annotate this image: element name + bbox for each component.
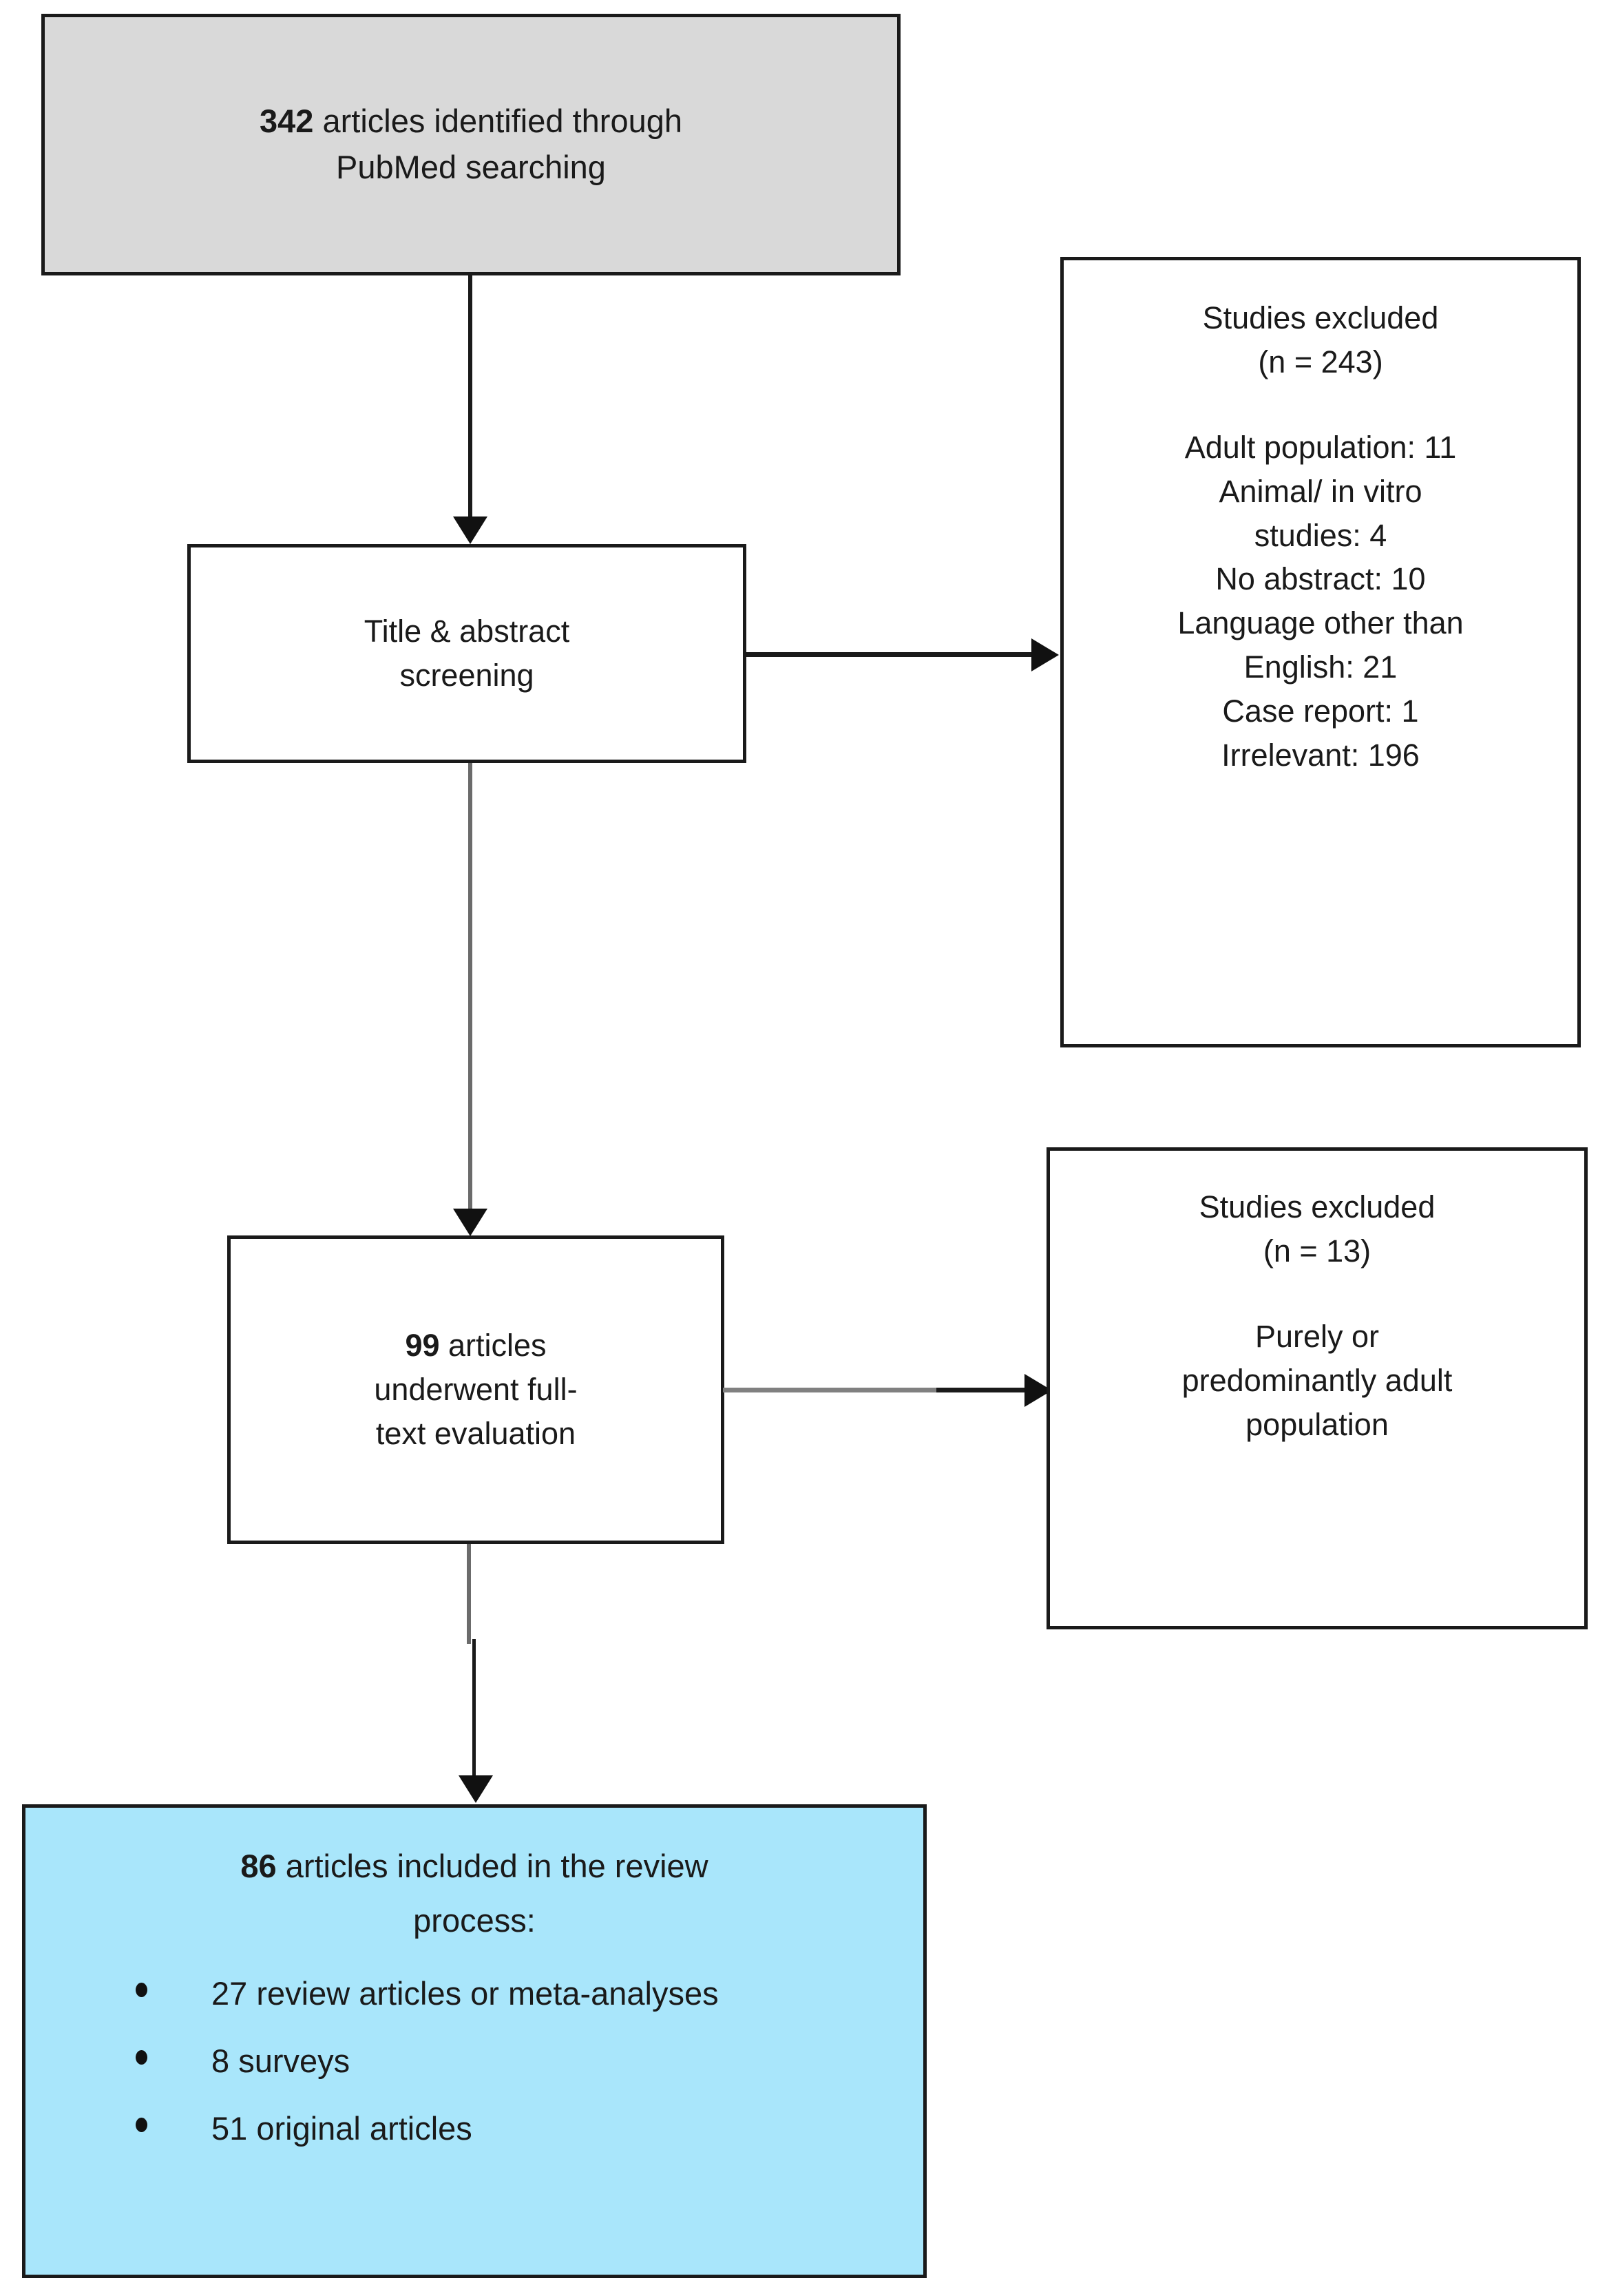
included-heading-text: articles included in the review: [276, 1848, 708, 1884]
included-heading: 86 articles included in the review proce…: [25, 1839, 923, 1948]
edge-screening-to-fulltext-arrowhead: [453, 1209, 487, 1236]
identified-line-1: 342 articles identified through: [260, 98, 682, 145]
excluded2-reason-1: predominantly adult: [1181, 1362, 1453, 1398]
edge-fulltext-to-excluded2-line-grey: [723, 1388, 950, 1392]
edge-fulltext-to-included-line-lower: [472, 1639, 476, 1780]
excluded2-count: (n = 13): [1263, 1233, 1371, 1269]
excluded1-reason-5: English: 21: [1243, 649, 1398, 685]
excluded2-reason-2: population: [1245, 1406, 1389, 1442]
excluded1-reason-7: Irrelevant: 196: [1221, 738, 1420, 773]
edge-fulltext-to-included-line-upper: [467, 1544, 471, 1644]
node-articles-included: 86 articles included in the review proce…: [22, 1804, 927, 2278]
excluded1-reason-0: Adult population: 11: [1184, 429, 1457, 465]
bullet-icon: [136, 1982, 147, 1997]
bullet-icon: [136, 2117, 147, 2132]
fulltext-line-3: text evaluation: [375, 1415, 576, 1451]
edge-identified-to-screening-arrowhead: [453, 516, 487, 544]
fulltext-line-1: 99 articles: [405, 1324, 546, 1368]
node-title-abstract-screening: Title & abstract screening: [187, 544, 746, 763]
included-item-2-text: 51 original articles: [211, 2109, 472, 2147]
excluded1-reason-2: studies: 4: [1254, 517, 1387, 553]
included-heading-line-2: process:: [413, 1901, 536, 1939]
list-item: 27 review articles or meta-analyses: [136, 1966, 896, 2021]
node-studies-excluded-243: Studies excluded (n = 243) Adult populat…: [1060, 257, 1581, 1047]
excluded2-reason-0: Purely or: [1254, 1318, 1380, 1354]
included-item-0-text: 27 review articles or meta-analyses: [211, 1974, 719, 2012]
edge-screening-to-excluded1-line: [745, 652, 1034, 657]
edge-identified-to-screening-line: [468, 275, 472, 520]
excluded1-reason-4: Language other than: [1177, 605, 1464, 641]
node-studies-excluded-13: Studies excluded (n = 13) Purely or pred…: [1047, 1147, 1588, 1629]
excluded1-title: Studies excluded: [1202, 300, 1439, 335]
included-item-1-text: 8 surveys: [211, 2042, 350, 2079]
identified-line-2: PubMed searching: [336, 149, 606, 185]
included-count: 86: [240, 1848, 277, 1884]
fulltext-count: 99: [405, 1328, 440, 1364]
included-list: 27 review articles or meta-analyses 8 su…: [25, 1966, 923, 2169]
node-articles-identified: 342 articles identified through PubMed s…: [41, 14, 901, 275]
edge-screening-to-fulltext-line: [468, 763, 472, 1214]
edge-screening-to-excluded1-arrowhead: [1031, 638, 1059, 671]
screening-line-1: Title & abstract: [364, 614, 570, 649]
edge-fulltext-to-excluded2-line: [936, 1388, 1040, 1392]
excluded2-title: Studies excluded: [1199, 1189, 1436, 1224]
edge-fulltext-to-included-arrowhead: [459, 1775, 493, 1803]
list-item: 8 surveys: [136, 2034, 896, 2089]
excluded1-count: (n = 243): [1258, 344, 1383, 379]
identified-line-1-text: articles identified through: [313, 103, 682, 140]
list-item: 51 original articles: [136, 2101, 896, 2156]
excluded1-reason-3: No abstract: 10: [1215, 561, 1426, 597]
excluded1-reason-1: Animal/ in vitro: [1219, 473, 1422, 509]
identified-count: 342: [259, 103, 314, 140]
fulltext-line-2: underwent full-: [374, 1372, 578, 1408]
fulltext-line-1-text: articles: [439, 1328, 547, 1364]
bullet-icon: [136, 2049, 147, 2065]
excluded1-reason-6: Case report: 1: [1222, 693, 1419, 729]
screening-line-2: screening: [399, 658, 534, 693]
node-fulltext-evaluation: 99 articles underwent full- text evaluat…: [227, 1235, 724, 1544]
